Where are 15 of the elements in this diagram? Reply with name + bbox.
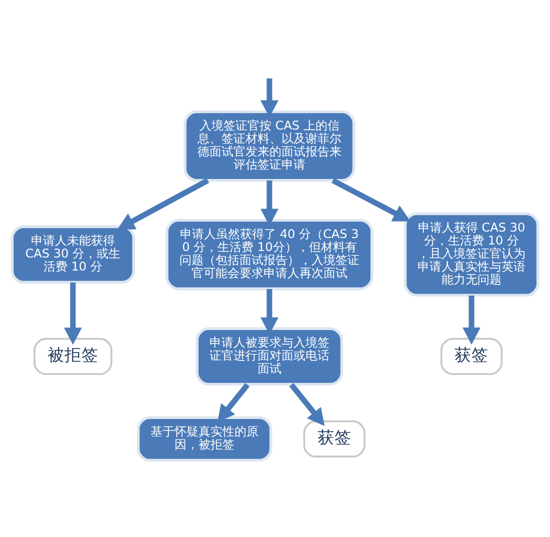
arrow xyxy=(64,282,82,344)
node-box: 被拒签 xyxy=(34,337,112,375)
node-box: 申请人未能获得 CAS 30 分，或生活费 10 分 xyxy=(10,224,136,284)
arrow xyxy=(462,295,480,344)
arrow xyxy=(289,382,325,426)
node-box: 获签 xyxy=(303,420,366,458)
arrow xyxy=(117,177,210,230)
node-box: 申请人获得 CAS 30 分，生活费 10 分，且入境签证官认为申请人真实性与英语能力无问题 xyxy=(404,212,540,296)
arrow xyxy=(217,382,250,422)
arrow xyxy=(332,177,410,221)
node-box: 入境签证官按 CAS 上的信息、签证材料、以及谢菲尔德面试官发来的面试报告来评估签证申请 xyxy=(184,110,356,182)
node-box: 基于怀疑真实性的原因，被拒签 xyxy=(136,416,272,462)
node-box: 申请人虽然获得了 40 分（CAS 30 分，生活费 10分），但材料有问题（包括面试报告），入境签证官可能会要求申请人再次面试 xyxy=(166,218,374,290)
node-box: 获签 xyxy=(440,337,503,375)
node-box: 申请人被要求与入境签证官进行面对面或电话面试 xyxy=(196,326,344,386)
